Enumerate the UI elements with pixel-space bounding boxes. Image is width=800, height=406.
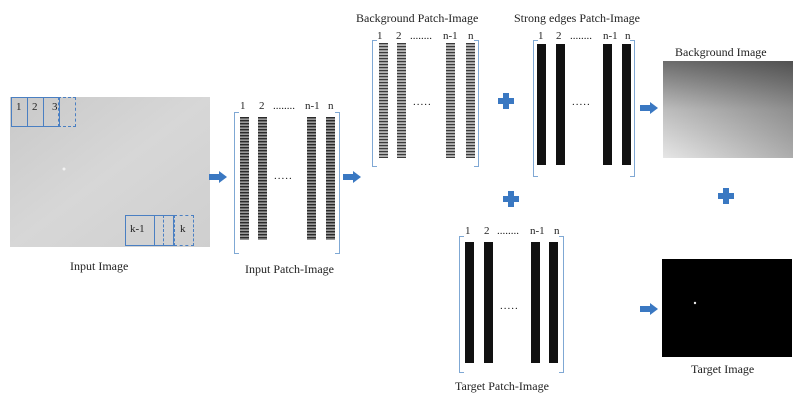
plus-icon xyxy=(498,93,514,109)
bg-patch-index-n-1: n-1 xyxy=(443,30,458,42)
bg-patch-bracket-right xyxy=(474,40,479,167)
input-patch-index-n: n xyxy=(328,100,334,112)
tg-patch-index-2: 2 xyxy=(484,225,490,237)
input-patch-index-dots: ........ xyxy=(273,100,295,112)
tg-patch-index-1: 1 xyxy=(465,225,471,237)
right-arrow-icon xyxy=(640,102,658,114)
bg-patch-index-n: n xyxy=(468,30,474,42)
se-patch-index-dots: ........ xyxy=(570,30,592,42)
right-arrow-icon xyxy=(209,171,227,183)
input-patch-box-k-1b xyxy=(154,215,174,246)
input-patch-box-k-1-label: k-1 xyxy=(130,223,145,235)
bg-patch-mid-dots: ..... xyxy=(413,96,432,108)
input-patch-box-2-label: 2 xyxy=(32,101,38,113)
bg-patch-index-1: 1 xyxy=(377,30,383,42)
se-patch-bracket-right xyxy=(630,40,635,177)
tg-patch-bracket-right xyxy=(559,236,564,373)
input-patch-box-k xyxy=(174,215,194,246)
tg-patch-index-dots: ........ xyxy=(497,225,519,237)
input-patch-bracket-left xyxy=(234,112,239,254)
input-patch-index-2: 2 xyxy=(259,100,265,112)
tg-patch-mid-dots: ..... xyxy=(500,300,519,312)
se-patch-stripe-n xyxy=(622,44,631,165)
plus-icon xyxy=(503,191,519,207)
input-patch-index-n-1: n-1 xyxy=(305,100,320,112)
tg-patch-bracket-left xyxy=(459,236,464,373)
se-patch-bracket-left xyxy=(533,40,538,177)
tg-patch-stripe-1 xyxy=(465,242,474,363)
input-patch-box-1-label: 1 xyxy=(16,101,22,113)
plus-icon xyxy=(718,188,734,204)
input-patch-box-k-label: k xyxy=(180,223,186,235)
se-patch-mid-dots: ..... xyxy=(572,96,591,108)
target-image xyxy=(662,259,792,357)
se-patch-index-1: 1 xyxy=(538,30,544,42)
background-image-label: Background Image xyxy=(675,45,767,59)
se-patch-index-n: n xyxy=(625,30,631,42)
bg-patch-bracket-left xyxy=(372,40,377,167)
input-image-label: Input Image xyxy=(70,259,129,273)
input-patch-label: Input Patch-Image xyxy=(245,262,334,276)
input-patch-stripes xyxy=(240,117,335,240)
input-patch-box-next xyxy=(58,97,76,127)
se-patch-index-n-1: n-1 xyxy=(603,30,618,42)
tg-patch-index-n: n xyxy=(554,225,560,237)
se-patch-stripe-n-1 xyxy=(603,44,612,165)
right-arrow-icon xyxy=(343,171,361,183)
se-patch-stripe-2 xyxy=(556,44,565,165)
tg-patch-stripe-2 xyxy=(484,242,493,363)
tg-patch-stripe-n-1 xyxy=(531,242,540,363)
tg-patch-stripe-n xyxy=(549,242,558,363)
input-patch-box-mid xyxy=(163,215,164,246)
input-patch-bracket-right xyxy=(335,112,340,254)
background-image xyxy=(663,61,793,158)
target-patch-label: Target Patch-Image xyxy=(455,379,549,393)
se-patch-stripe-1 xyxy=(537,44,546,165)
se-patch-index-2: 2 xyxy=(556,30,562,42)
background-patch-label: Background Patch-Image xyxy=(356,11,479,25)
input-patch-mid-dots: ..... xyxy=(274,170,293,182)
input-patch-index-1: 1 xyxy=(240,100,246,112)
background-patch-stripes xyxy=(379,43,475,158)
bg-patch-index-dots: ........ xyxy=(410,30,432,42)
input-patch-box-3 xyxy=(43,97,60,127)
bg-patch-index-2: 2 xyxy=(396,30,402,42)
tg-patch-index-n-1: n-1 xyxy=(530,225,545,237)
right-arrow-icon xyxy=(640,303,658,315)
input-patch-box-3-label: 3 xyxy=(52,101,58,113)
strong-edges-patch-label: Strong edges Patch-Image xyxy=(514,11,640,25)
target-image-label: Target Image xyxy=(691,362,755,376)
